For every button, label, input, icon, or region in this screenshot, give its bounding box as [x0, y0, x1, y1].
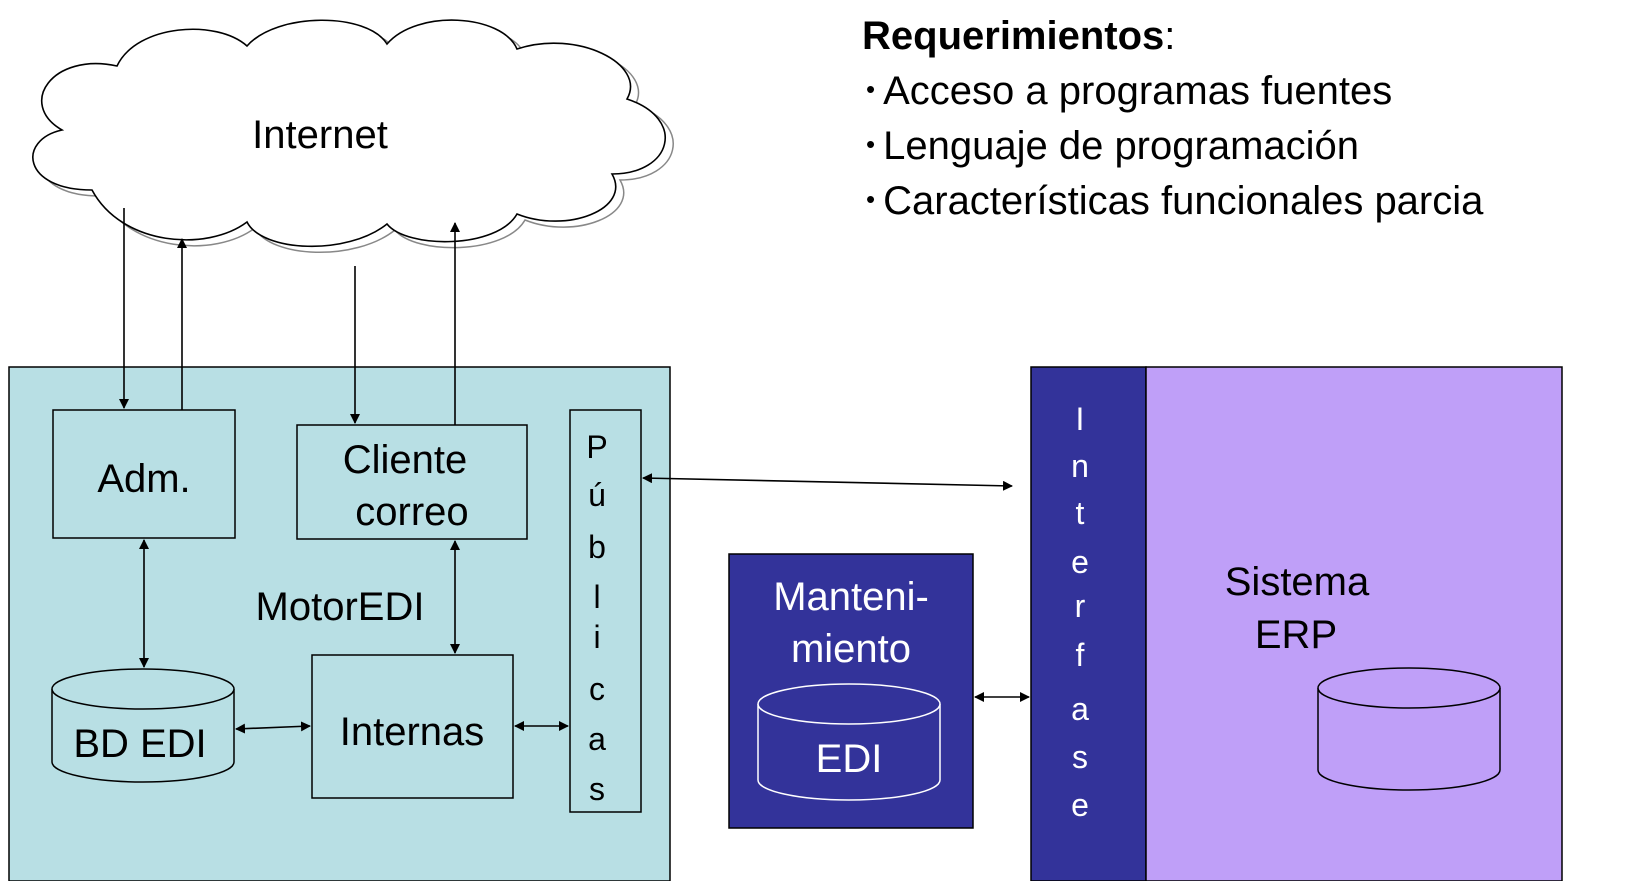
interfase-letter: t	[1076, 495, 1085, 531]
bd-edi-label: BD EDI	[73, 722, 206, 766]
publicas-letter: s	[589, 771, 605, 807]
requirements-panel: Requerimientos: •Acceso a programas fuen…	[862, 10, 1483, 228]
publicas-letter: a	[588, 721, 606, 757]
internet-label: Internet	[252, 113, 388, 157]
motor-edi-label: MotorEDI	[256, 585, 425, 629]
erp-label-line1: Sistema	[1225, 560, 1370, 604]
mantenimiento-label-line2: miento	[791, 627, 911, 671]
requirements-title: Requerimientos:	[862, 10, 1483, 63]
publicas-letter: ú	[588, 477, 606, 513]
requirement-text: Lenguaje de programación	[883, 124, 1360, 168]
interfase-letter: e	[1071, 544, 1089, 580]
requirement-item: •Lenguaje de programación	[866, 118, 1483, 173]
erp-label-line2: ERP	[1255, 613, 1337, 657]
interfase-letter: n	[1071, 448, 1089, 484]
mantenimiento-label-line1: Manteni-	[773, 575, 929, 619]
requirement-item: •Características funcionales parcia	[866, 173, 1483, 228]
interfase-letter: f	[1076, 637, 1085, 673]
requirement-item: •Acceso a programas fuentes	[866, 63, 1483, 118]
requirement-text: Características funcionales parcia	[883, 179, 1484, 223]
arrow-bd-internas	[235, 721, 311, 734]
cloud-shape	[32, 19, 666, 248]
interfase-letter: r	[1075, 588, 1086, 624]
publicas-letter: P	[586, 429, 607, 465]
publicas-letter: c	[589, 671, 605, 707]
internet-cloud: Internet	[32, 19, 674, 253]
publicas-letter: l	[593, 579, 600, 615]
adm-label: Adm.	[97, 457, 190, 501]
publicas-box	[569, 409, 642, 813]
cliente-label-line1: Cliente	[343, 438, 468, 482]
connectors	[119, 208, 1030, 734]
edi-label: EDI	[816, 737, 883, 781]
edi-database: EDI	[757, 683, 941, 801]
publicas-letter: i	[593, 619, 600, 655]
adm-box	[52, 409, 236, 539]
arrow-publicas-interfase	[642, 473, 1013, 491]
requirement-text: Acceso a programas fuentes	[883, 69, 1393, 113]
interfase-label: I n t e r f a s e	[1071, 401, 1089, 823]
interfase-letter: a	[1071, 691, 1089, 727]
bd-edi-database: BD EDI	[51, 668, 235, 783]
publicas-label: P ú b l i c a s	[586, 429, 607, 807]
interfase-letter: I	[1076, 401, 1085, 437]
bullet-icon: •	[866, 129, 876, 159]
requirements-list: •Acceso a programas fuentes •Lenguaje de…	[862, 63, 1483, 228]
publicas-letter: b	[588, 529, 606, 565]
erp-database	[1317, 667, 1501, 791]
interfase-letter: e	[1071, 787, 1089, 823]
bullet-icon: •	[866, 74, 876, 104]
cliente-label-line2: correo	[355, 490, 468, 534]
interfase-box	[1030, 366, 1147, 881]
requirements-title-text: Requerimientos	[862, 14, 1165, 58]
internas-box	[311, 654, 514, 799]
sistema-erp-box	[1145, 366, 1563, 881]
cliente-correo-box	[296, 424, 528, 540]
bullet-icon: •	[866, 184, 876, 214]
internas-label: Internas	[340, 710, 485, 754]
interfase-letter: s	[1072, 739, 1088, 775]
requirements-title-suffix: :	[1164, 14, 1176, 58]
